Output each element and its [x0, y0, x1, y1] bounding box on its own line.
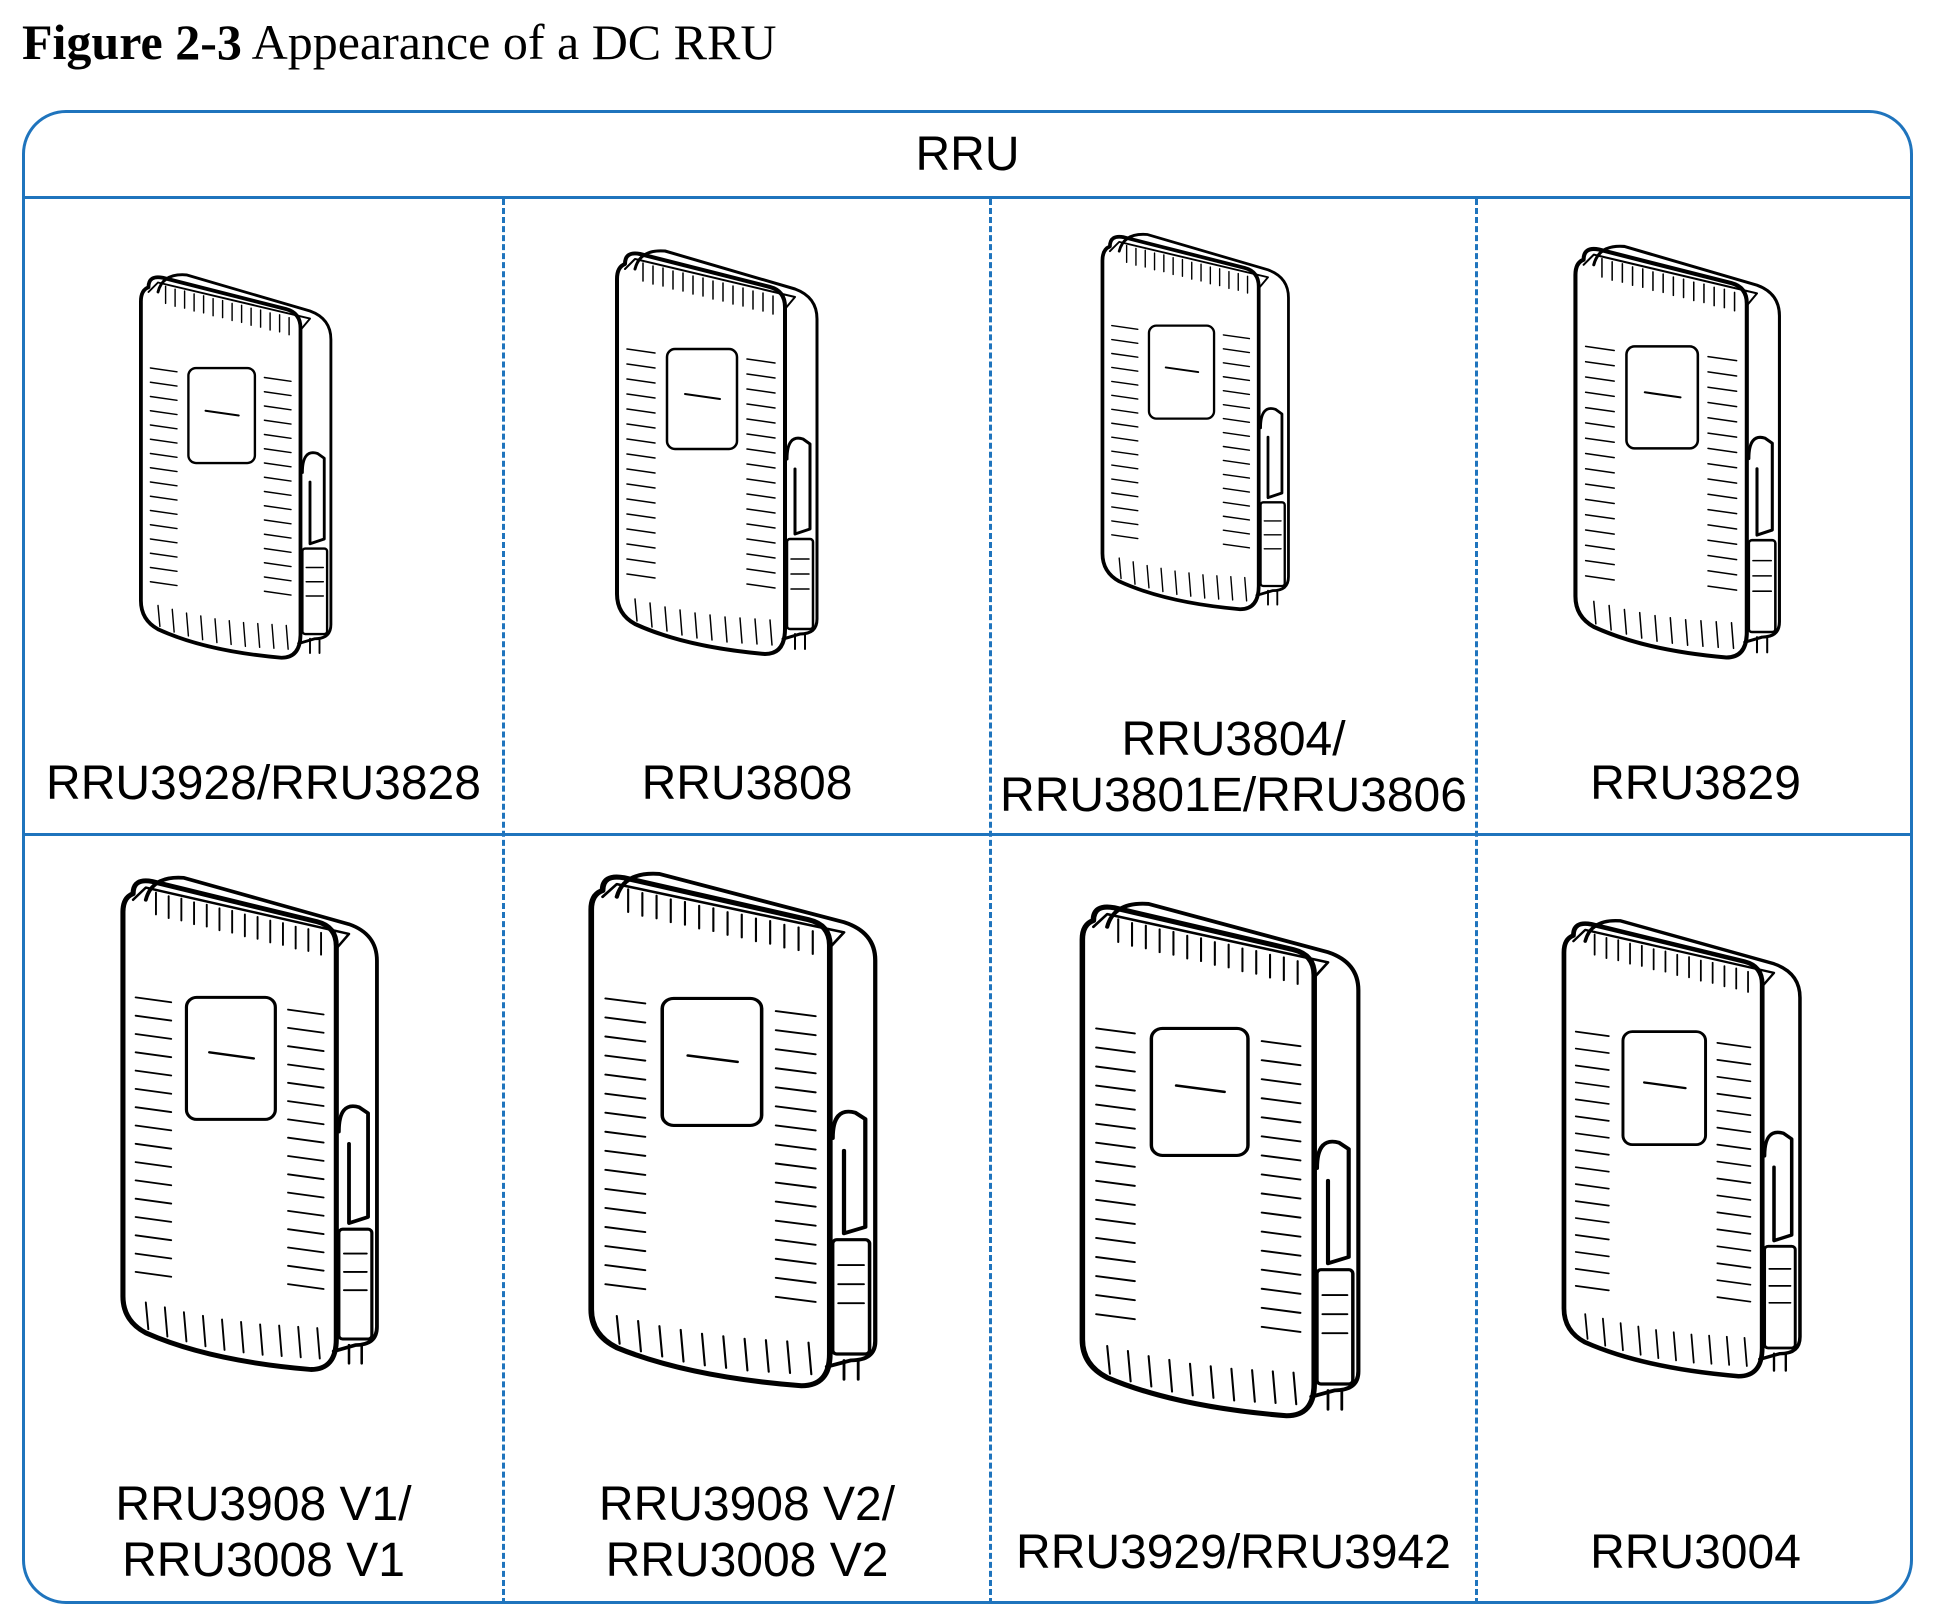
rru-model-label: RRU3908 V2/ — [598, 1478, 896, 1531]
rru-cell: RRU3004 — [1478, 836, 1913, 1604]
rru-cell: RRU3908 V1/ RRU3008 V1 — [25, 836, 502, 1604]
rru-device-drawing — [992, 836, 1475, 1604]
rru-model-label: RRU3829 — [1590, 757, 1801, 810]
rru-model-label: RRU3808 — [641, 757, 853, 810]
rru-model-label: RRU3929/RRU3942 — [1016, 1526, 1451, 1579]
rru-cell: RRU3929/RRU3942 — [992, 836, 1475, 1604]
rru-cell: RRU3804/ RRU3801E/RRU3806 — [992, 199, 1475, 833]
rru-model-label: RRU3008 V2 — [605, 1534, 889, 1587]
rru-cell: RRU3928/RRU3828 — [25, 199, 502, 833]
column-divider — [1475, 199, 1478, 1604]
rru-cell: RRU3829 — [1478, 199, 1913, 833]
rru-device-drawing — [615, 248, 819, 656]
rru-table: RRU RRU3928/RRU3828 RRU3808 RRU3804/ RRU… — [22, 110, 1913, 1604]
rru-model-label: RRU3908 V1/ — [115, 1478, 412, 1531]
figure-caption: Figure 2-3 Appearance of a DC RRU — [22, 12, 776, 72]
rru-device-drawing — [138, 272, 333, 660]
figure-number: Figure 2-3 — [22, 14, 242, 70]
rru-device-drawing — [1478, 199, 1913, 833]
figure-title: Appearance of a DC RRU — [251, 14, 777, 70]
rru-model-label: RRU3928/RRU3828 — [46, 757, 481, 810]
rru-model-label: RRU3804/ — [1121, 713, 1346, 766]
rru-cell: RRU3808 — [505, 199, 989, 833]
rru-model-label: RRU3801E/RRU3806 — [1000, 769, 1467, 822]
rru-device-drawing — [1478, 836, 1913, 1604]
header-divider — [25, 196, 1910, 199]
column-divider — [989, 199, 992, 1604]
rru-cell: RRU3908 V2/ RRU3008 V2 — [505, 836, 989, 1604]
table-header: RRU — [915, 128, 1020, 181]
rru-model-label: RRU3004 — [1590, 1526, 1801, 1579]
column-divider — [502, 199, 505, 1604]
rru-model-label: RRU3008 V1 — [122, 1534, 405, 1587]
row-divider — [25, 833, 1910, 836]
